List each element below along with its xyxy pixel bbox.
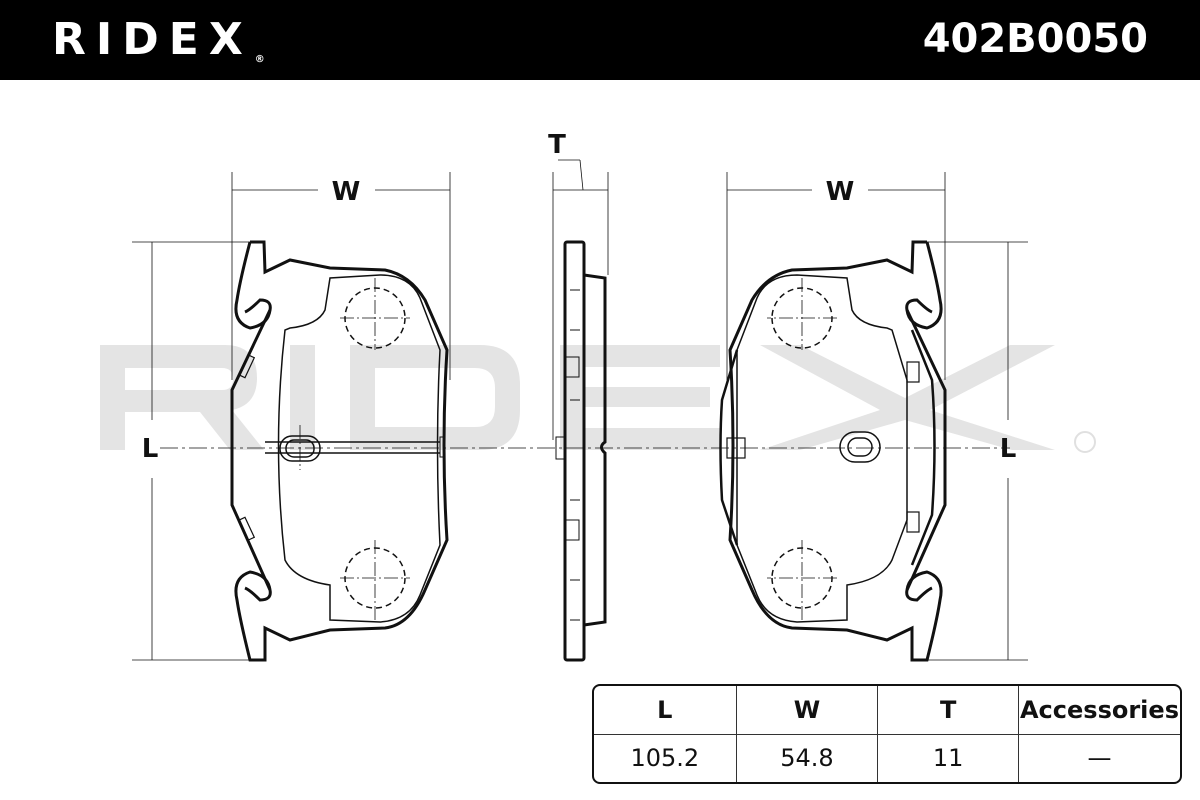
brand-name: RIDEX <box>52 14 253 65</box>
brake-pad-side-view <box>555 240 607 662</box>
value-width: 54.8 <box>737 734 879 782</box>
header-length: L <box>594 686 737 735</box>
thickness-label: T <box>548 130 566 160</box>
part-number: 402B0050 <box>922 16 1148 62</box>
header-accessories: Accessories <box>1018 686 1180 735</box>
dimension-lines <box>132 159 1028 661</box>
length-label-left: L <box>142 434 159 464</box>
spec-table-value-row: 105.2 54.8 11 — <box>594 734 1180 782</box>
header-bar: RIDEX® 402B0050 <box>0 0 1200 80</box>
width-label-right: W <box>826 177 855 207</box>
brake-pad-front-view <box>230 240 449 662</box>
width-label-left: W <box>332 177 361 207</box>
spec-table-header-row: L W T Accessories <box>594 686 1180 735</box>
brake-pad-back-view <box>719 240 947 662</box>
value-thickness: 11 <box>878 734 1019 782</box>
brand-logo: RIDEX® <box>52 14 265 65</box>
value-accessories: — <box>1087 744 1112 773</box>
header-width: W <box>736 686 879 735</box>
registered-mark: ® <box>254 54 265 65</box>
header-thickness: T <box>878 686 1019 735</box>
spec-table: L W T Accessories 105.2 54.8 11 — <box>592 684 1182 784</box>
length-label-right: L <box>1000 434 1017 464</box>
value-length: 105.2 <box>594 734 737 782</box>
